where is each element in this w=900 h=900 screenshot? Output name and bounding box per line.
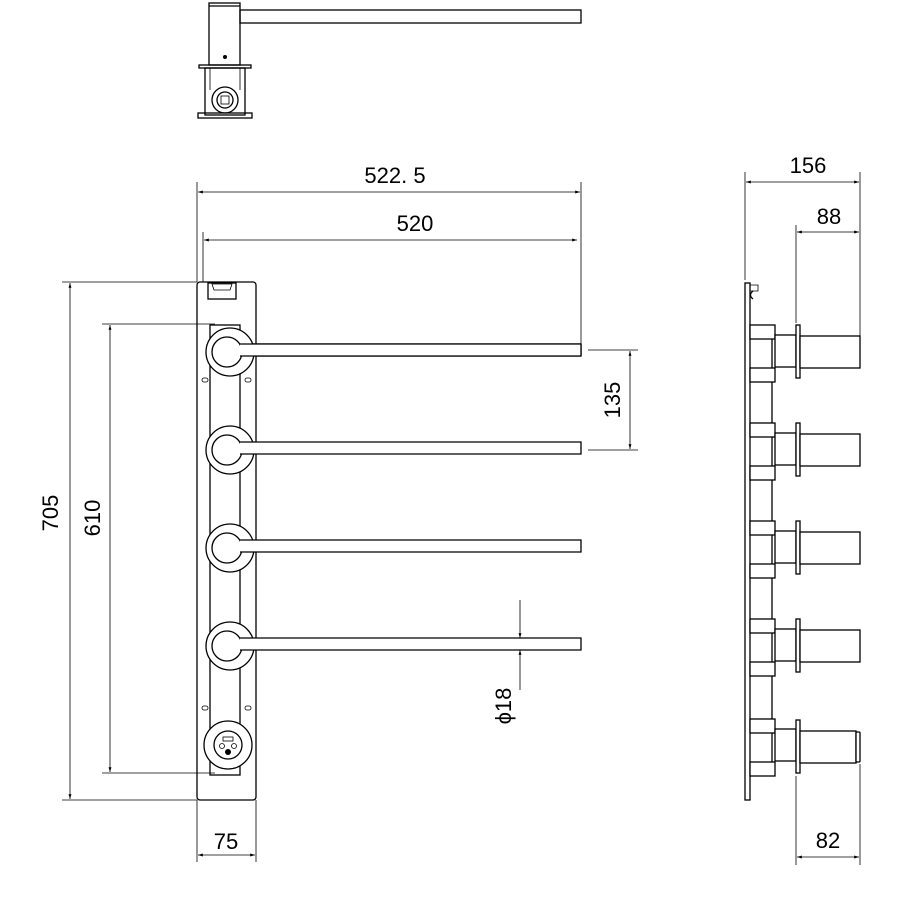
rail-2 [205,425,582,475]
top-view [197,2,582,119]
rail-1 [205,327,582,377]
dim-bottom-projection: 82 [816,828,840,853]
rail-4 [205,621,582,671]
dim-rail-length: 520 [397,211,434,236]
side-view [744,282,861,801]
rail-3 [205,523,582,573]
dim-rail-span: 610 [80,500,105,537]
dim-rail-spacing: 135 [600,382,625,419]
dimension-lines [62,172,861,865]
side-arms [749,324,861,777]
power-connector [203,720,253,770]
dim-overall-height: 705 [38,495,63,532]
rails [205,327,582,671]
dim-overall-depth: 156 [790,153,827,178]
dimension-labels: 522. 5 520 135 705 610 ϕ18 75 156 88 82 [38,153,841,854]
slot-holes [201,377,252,711]
dim-rail-diameter: ϕ18 [491,688,516,725]
front-view [196,281,582,801]
dim-overall-width: 522. 5 [364,163,425,188]
dim-plate-width: 75 [214,829,238,854]
dim-projection: 88 [817,204,841,229]
